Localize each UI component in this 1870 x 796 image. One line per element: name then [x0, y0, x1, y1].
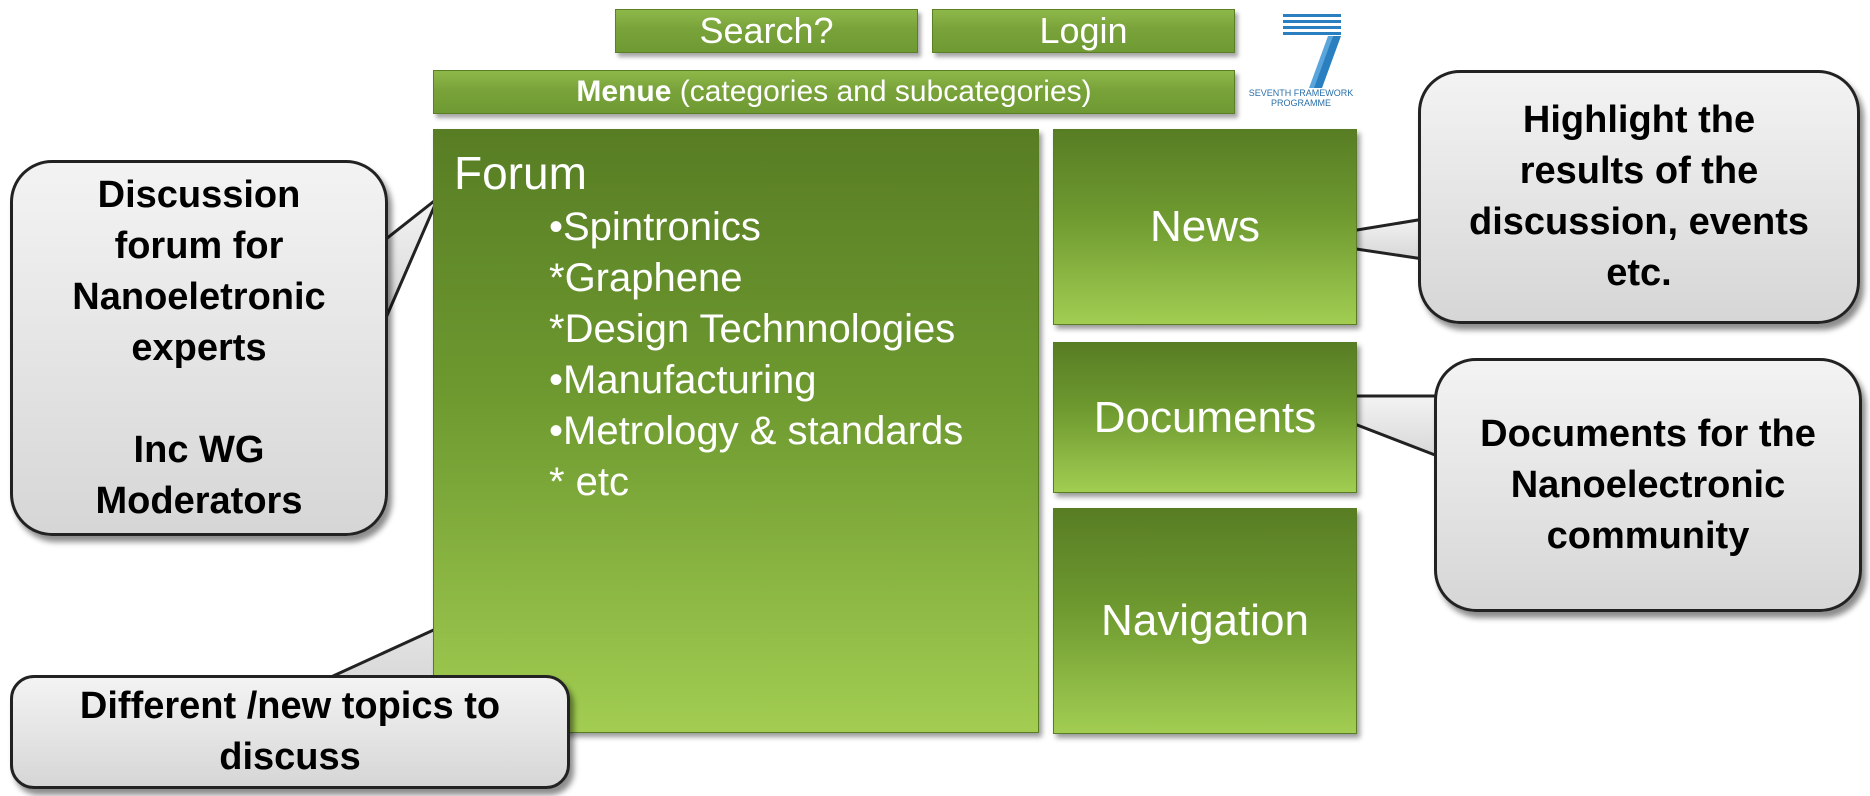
discussion-callout-line: Discussion — [97, 173, 301, 216]
discussion-callout-line: Inc WG — [133, 428, 265, 471]
documents-label: Documents — [1093, 392, 1317, 442]
highlight-callout: Highlight the results of the discussion,… — [1418, 70, 1860, 324]
forum-panel[interactable]: Forum •Spintronics *Graphene *Design Tec… — [433, 129, 1039, 733]
highlight-callout-line: results of the — [1519, 150, 1759, 192]
forum-topic-list: •Spintronics *Graphene *Design Technnolo… — [549, 202, 963, 508]
topics-callout-line: discuss — [219, 736, 361, 778]
search-button[interactable]: Search? — [615, 9, 918, 53]
login-button-label: Login — [1039, 10, 1128, 51]
documents-panel[interactable]: Documents — [1053, 342, 1357, 493]
menu-rest-label: (categories and subcategories) — [671, 75, 1092, 108]
documents-callout-line: Nanoelectronic — [1510, 463, 1786, 506]
highlight-callout-line: discussion, events — [1468, 201, 1809, 243]
topics-callout: Different /new topics to discuss — [10, 675, 570, 789]
fp7-logo-line2: PROGRAMME — [1270, 98, 1331, 108]
menu-bar[interactable]: Menue (categories and subcategories) — [433, 70, 1235, 114]
discussion-callout-line: experts — [131, 326, 267, 369]
forum-topic-item[interactable]: *Design Technnologies — [549, 307, 956, 351]
navigation-panel[interactable]: Navigation — [1053, 508, 1357, 734]
news-panel[interactable]: News — [1053, 129, 1357, 325]
discussion-callout: Discussion forum for Nanoeletronic exper… — [10, 160, 388, 536]
menu-bold-label: Menue — [576, 75, 672, 108]
news-label: News — [1149, 202, 1261, 251]
documents-callout-line: Documents for the — [1480, 412, 1816, 455]
navigation-label: Navigation — [1101, 596, 1309, 645]
topics-callout-line: Different /new topics to — [79, 685, 501, 727]
documents-callout: Documents for the Nanoelectronic communi… — [1434, 358, 1862, 612]
discussion-callout-line: forum for — [114, 224, 284, 267]
discussion-callout-line: Nanoeletronic — [72, 275, 326, 318]
forum-topic-item[interactable]: •Metrology & standards — [549, 409, 964, 453]
fp7-logo: SEVENTH FRAMEWORK PROGRAMME — [1238, 10, 1364, 110]
discussion-callout-line: Moderators — [95, 479, 303, 522]
highlight-callout-line: Highlight the — [1522, 99, 1756, 141]
forum-topic-item[interactable]: •Spintronics — [549, 205, 761, 249]
search-button-label: Search? — [699, 10, 834, 51]
forum-title: Forum — [454, 147, 587, 199]
forum-topic-item[interactable]: * etc — [549, 460, 630, 504]
forum-topic-item[interactable]: *Graphene — [549, 256, 743, 300]
highlight-callout-line: etc. — [1606, 252, 1672, 294]
documents-callout-line: community — [1546, 514, 1750, 557]
fp7-seven-icon — [1283, 14, 1341, 88]
fp7-logo-line1: SEVENTH FRAMEWORK — [1248, 88, 1354, 98]
login-button[interactable]: Login — [932, 9, 1235, 53]
forum-topic-item[interactable]: •Manufacturing — [549, 358, 817, 402]
